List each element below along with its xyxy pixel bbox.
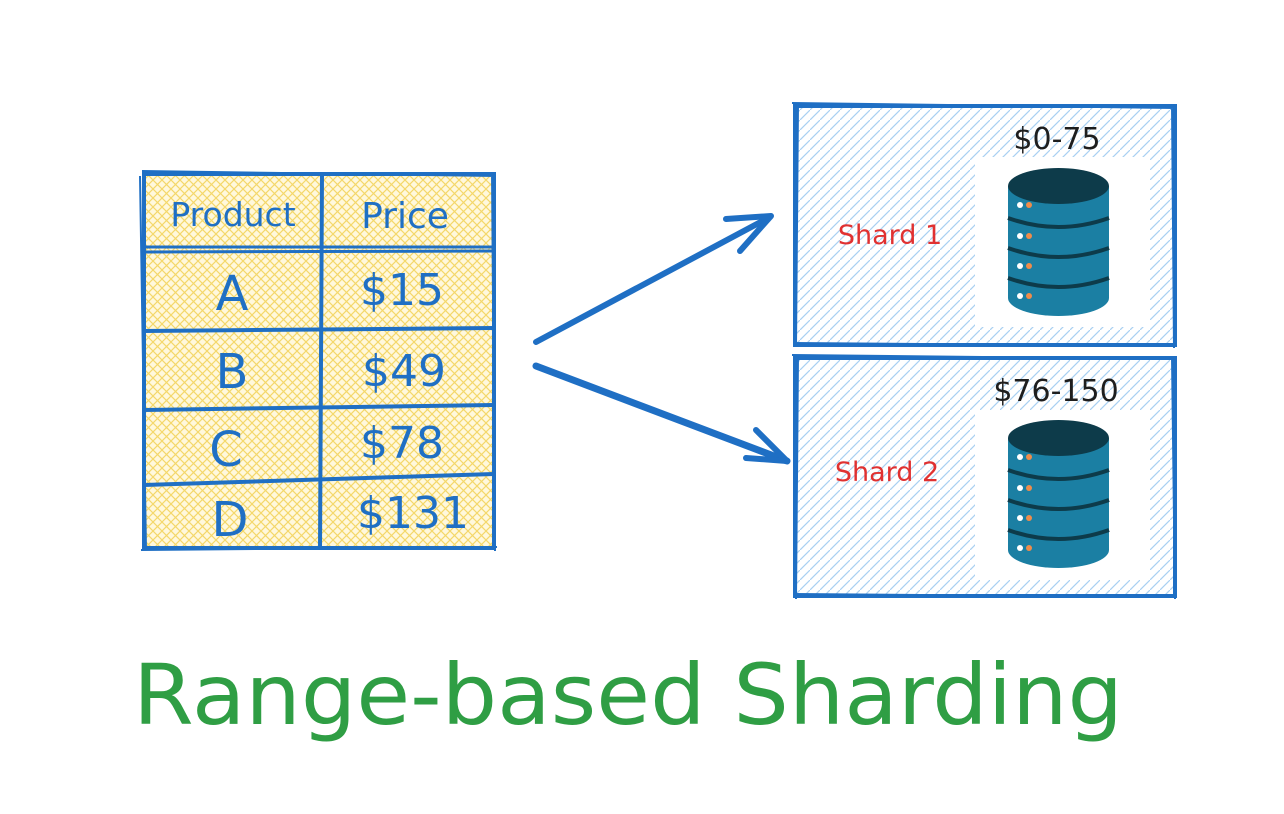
table-border-sketch	[139, 170, 498, 552]
shard-2-box: $76-150 Shard 2	[791, 354, 1178, 600]
column-divider	[318, 173, 324, 550]
shard-1-border-sketch	[791, 102, 1178, 349]
table-header-price: Price	[361, 196, 449, 237]
table-cell-price: $15	[360, 265, 444, 316]
diagram-title: Range-based Sharding	[133, 646, 1123, 744]
table-cell-price: $131	[357, 488, 469, 539]
shard-1-box: $0-75 Shard 1	[791, 102, 1178, 349]
shard-2-label: Shard 2	[835, 457, 939, 488]
table-cell-product: A	[216, 266, 249, 322]
row-divider	[143, 326, 495, 333]
table-cell-product: C	[209, 422, 243, 478]
price-table: Product Price A $15 B $49 C $78 D $131	[139, 170, 498, 552]
table-cell-price: $78	[360, 418, 444, 469]
shard-1-range: $0-75	[1013, 122, 1100, 157]
table-cell-price: $49	[362, 346, 446, 397]
row-divider	[143, 472, 495, 487]
shard-2-border-sketch	[791, 354, 1178, 600]
table-cell-product: D	[212, 492, 249, 548]
table-cell-product: B	[216, 344, 249, 400]
row-divider	[143, 403, 495, 412]
database-icon	[1007, 420, 1110, 568]
database-icon	[1007, 168, 1110, 316]
row-divider	[144, 245, 494, 254]
arrow-to-shard-2	[532, 362, 791, 465]
shard-2-range: $76-150	[993, 374, 1118, 409]
arrow-to-shard-1	[533, 213, 774, 345]
table-header-product: Product	[170, 195, 295, 234]
shard-1-label: Shard 1	[838, 220, 942, 251]
